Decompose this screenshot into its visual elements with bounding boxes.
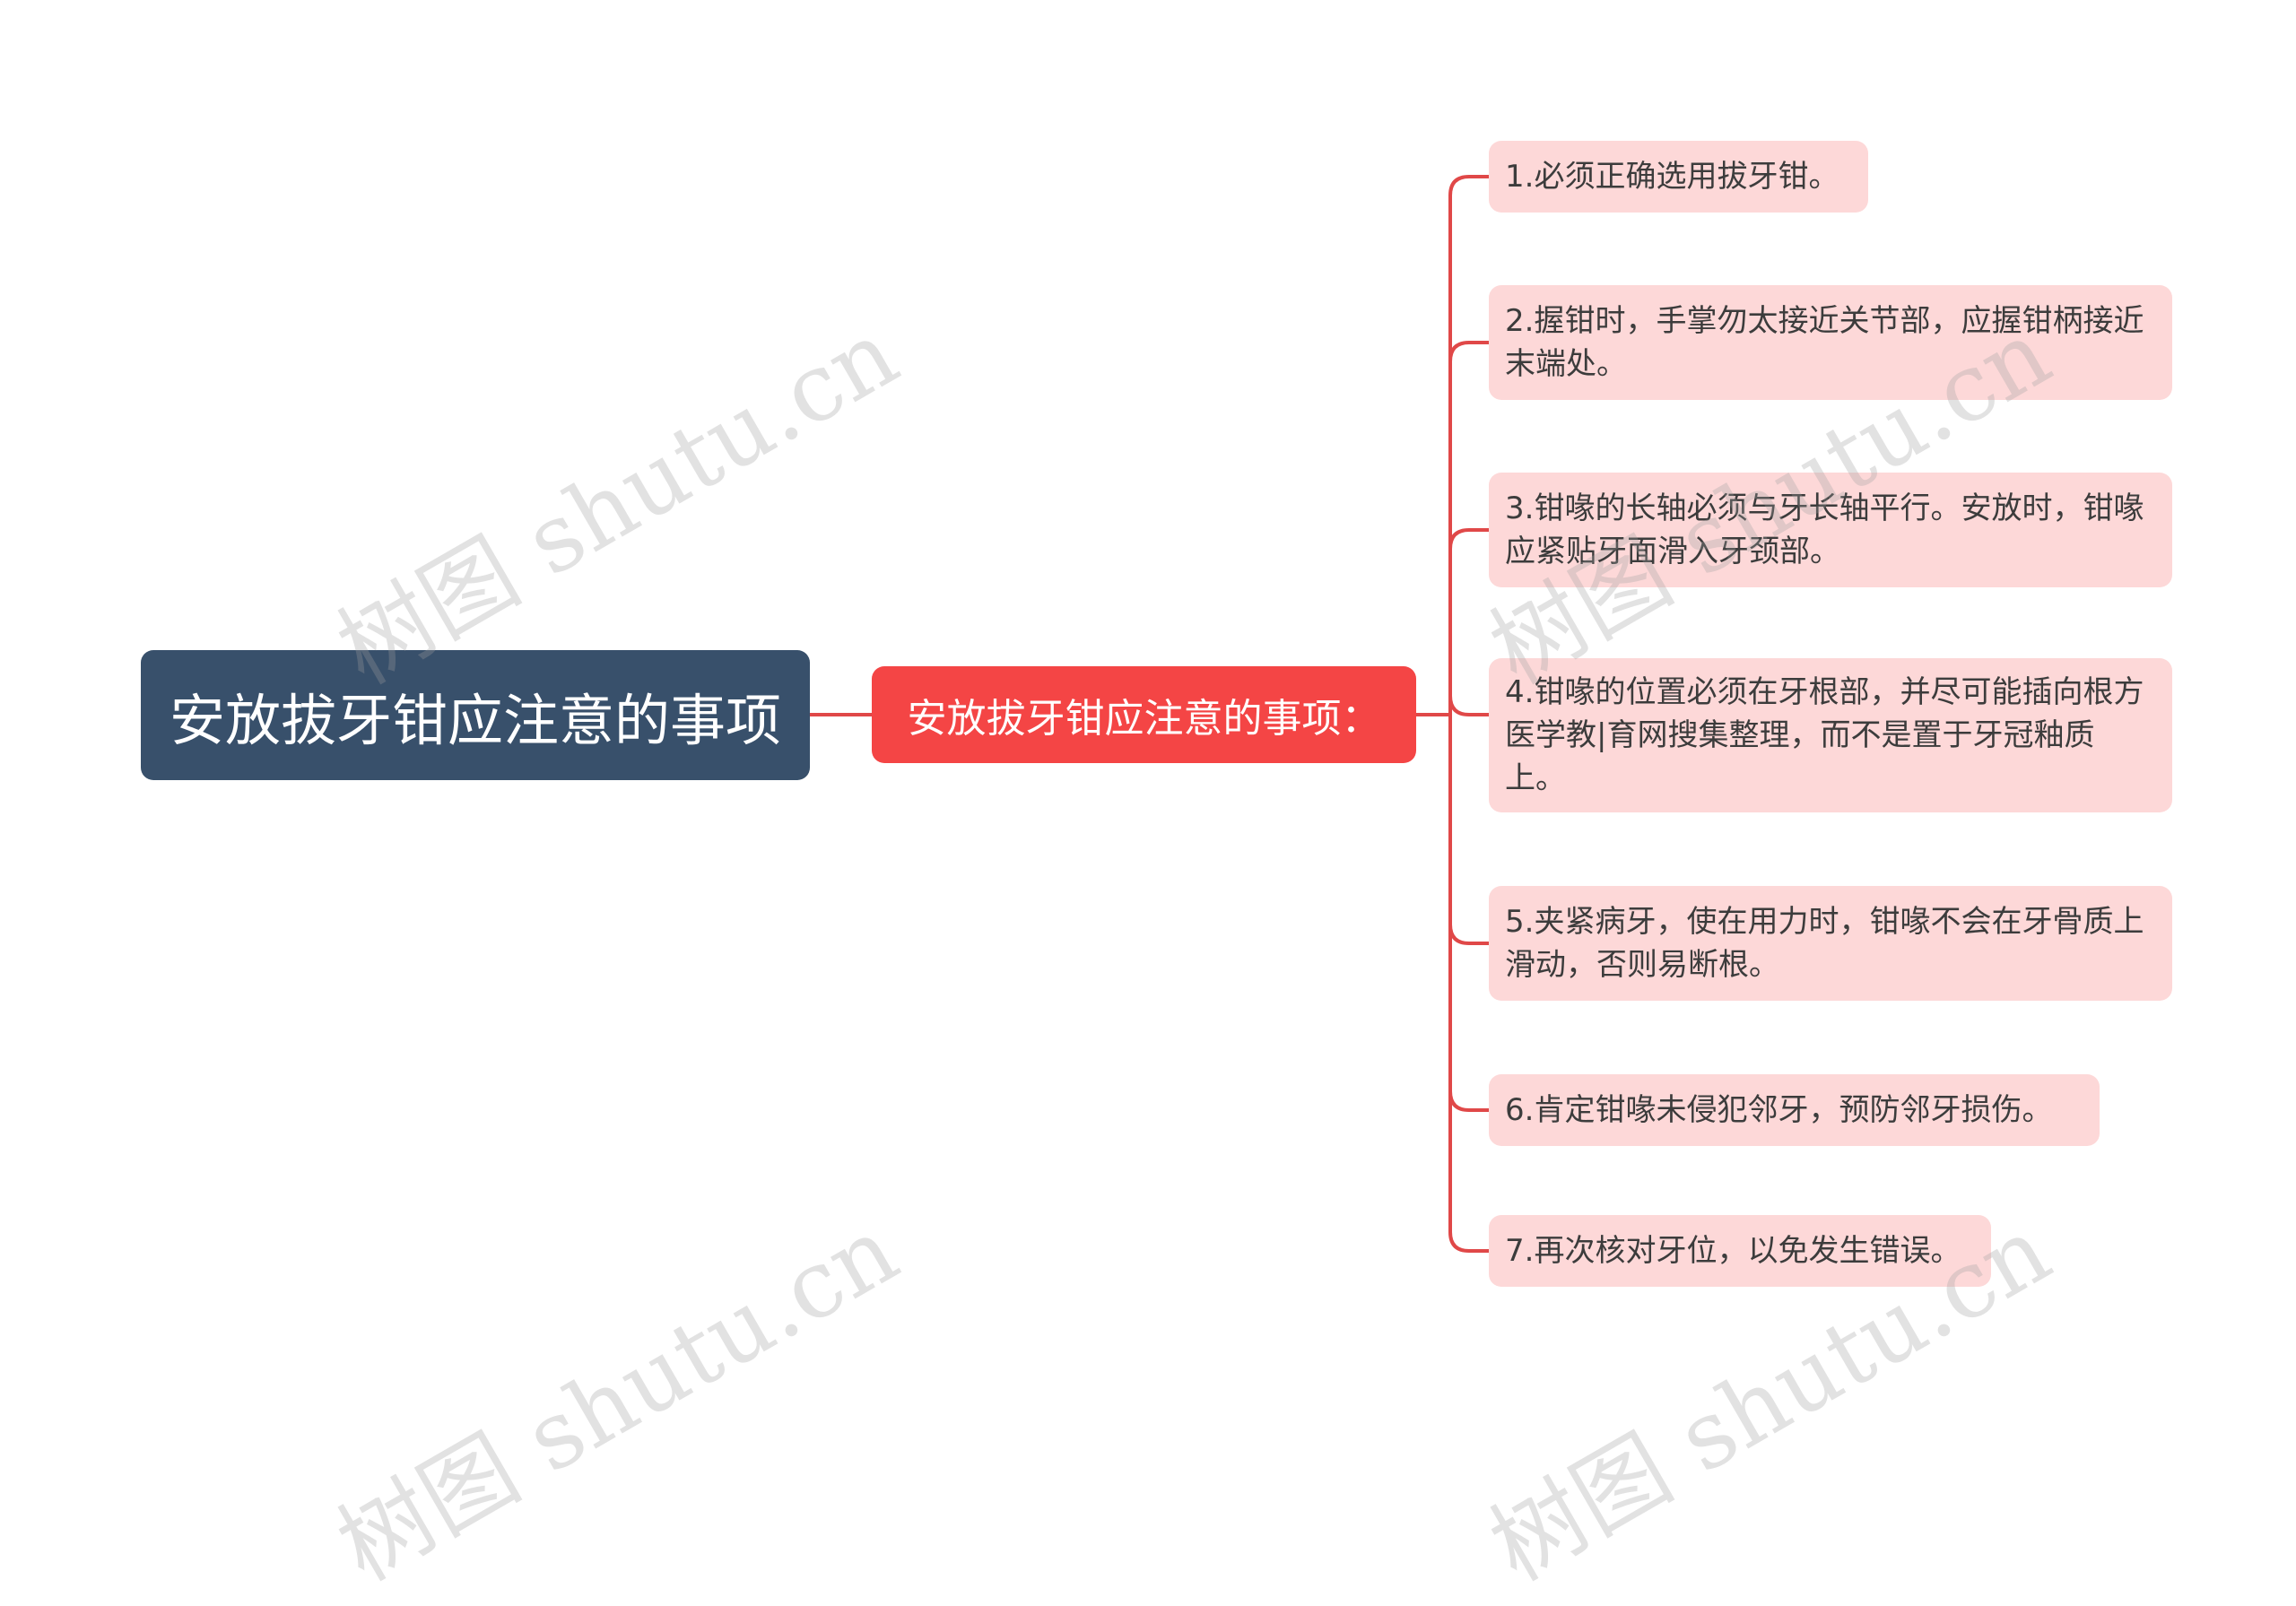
root-node-label: 安放拔牙钳应注意的事项 xyxy=(169,687,781,753)
leaf-node-3-label: 3.钳喙的长轴必须与牙长轴平行。安放时，钳喙应紧贴牙面滑入牙颈部。 xyxy=(1505,490,2144,569)
leaf-node-7[interactable]: 7.再次核对牙位，以免发生错误。 xyxy=(1489,1215,1991,1287)
leaf-node-5[interactable]: 5.夹紧病牙，使在用力时，钳喙不会在牙骨质上滑动，否则易断根。 xyxy=(1489,886,2172,1001)
mind-map: 安放拔牙钳应注意的事项 安放拔牙钳应注意的事项： 1.必须正确选用拔牙钳。 2.… xyxy=(141,141,2172,1602)
root-node[interactable]: 安放拔牙钳应注意的事项 xyxy=(141,650,810,780)
leaf-node-3[interactable]: 3.钳喙的长轴必须与牙长轴平行。安放时，钳喙应紧贴牙面滑入牙颈部。 xyxy=(1489,473,2172,587)
connector-leaf-4 xyxy=(1448,695,1489,716)
leaf-node-2[interactable]: 2.握钳时，手掌勿太接近关节部，应握钳柄接近末端处。 xyxy=(1489,285,2172,400)
branch-node[interactable]: 安放拔牙钳应注意的事项： xyxy=(872,666,1416,763)
leaf-node-5-label: 5.夹紧病牙，使在用力时，钳喙不会在牙骨质上滑动，否则易断根。 xyxy=(1505,904,2144,983)
connector-lines xyxy=(810,175,1489,1253)
leaf-node-1[interactable]: 1.必须正确选用拔牙钳。 xyxy=(1489,141,1868,213)
leaf-node-6[interactable]: 6.肯定钳喙未侵犯邻牙，预防邻牙损伤。 xyxy=(1489,1074,2100,1146)
leaf-node-2-label: 2.握钳时，手掌勿太接近关节部，应握钳柄接近末端处。 xyxy=(1505,303,2144,382)
connector-leaf-2 xyxy=(1448,341,1489,362)
leaf-node-4[interactable]: 4.钳喙的位置必须在牙根部，并尽可能插向根方医学教|育网搜集整理，而不是置于牙冠… xyxy=(1489,658,2172,812)
connector-leaf-3 xyxy=(1448,528,1489,550)
leaf-node-7-label: 7.再次核对牙位，以免发生错误。 xyxy=(1505,1233,1961,1269)
leaf-node-4-label: 4.钳喙的位置必须在牙根部，并尽可能插向根方医学教|育网搜集整理，而不是置于牙冠… xyxy=(1505,674,2144,796)
branch-node-label: 安放拔牙钳应注意的事项： xyxy=(907,696,1381,742)
leaf-node-1-label: 1.必须正确选用拔牙钳。 xyxy=(1505,159,1839,195)
connector-leaf-6 xyxy=(1448,1090,1489,1112)
leaf-node-6-label: 6.肯定钳喙未侵犯邻牙，预防邻牙损伤。 xyxy=(1505,1092,2053,1128)
connector-leaf-1 xyxy=(1448,175,1489,196)
connector-leaf-7 xyxy=(1448,1231,1489,1253)
connector-leaf-5 xyxy=(1448,924,1489,945)
